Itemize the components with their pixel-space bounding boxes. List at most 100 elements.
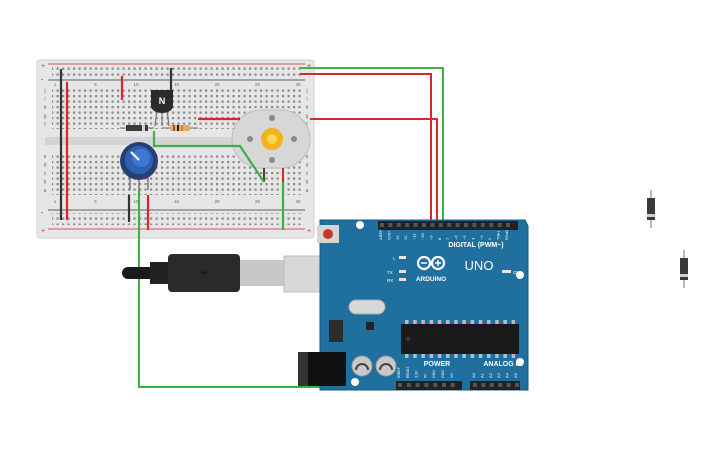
analog-pin-hole[interactable] [489, 383, 494, 387]
power-pin-label: 3.3V [415, 370, 419, 378]
row-letter: f [306, 122, 308, 128]
digital-pin-hole[interactable] [380, 223, 384, 227]
analog-pin-label: A3 [496, 372, 501, 378]
chip-pin [421, 354, 425, 358]
power-pin-hole[interactable] [415, 383, 420, 387]
rail-minus-bottom: - [41, 210, 44, 217]
column-number: 25 [255, 82, 261, 87]
digital-pin-hole[interactable] [447, 223, 452, 227]
column-number: 15 [174, 199, 180, 204]
digital-pin-hole[interactable] [497, 223, 502, 227]
mount-hole [351, 378, 359, 386]
loose-diode-2[interactable] [680, 250, 688, 288]
resistor[interactable] [162, 125, 198, 131]
analog-pin-hole[interactable] [498, 383, 503, 387]
digital-pin-label: RX◂0 [504, 229, 509, 240]
chip-pin [470, 354, 475, 358]
column-number: 1 [54, 82, 57, 87]
rail-plus-bottom: + [41, 228, 45, 235]
analog-pin-hole[interactable] [506, 383, 511, 387]
center-gutter [45, 137, 307, 145]
column-number: 20 [214, 199, 220, 204]
power-pin-hole[interactable] [442, 383, 446, 387]
analog-pin-hole[interactable] [473, 383, 477, 387]
loose-diode-1[interactable] [647, 190, 655, 228]
transistor[interactable]: N [151, 90, 173, 127]
chip-pin [478, 320, 483, 324]
row-letter: b [44, 180, 47, 186]
row-letter: c [306, 171, 309, 177]
digital-pin-hole[interactable] [405, 223, 410, 227]
digital-pin-hole[interactable] [430, 223, 435, 227]
analog-pin-label: A1 [479, 372, 484, 378]
rail-plus-bottom-right: + [307, 228, 311, 235]
analog-pin-label: A4 [505, 372, 510, 378]
power-pin-hole[interactable] [450, 383, 455, 387]
digital-pin-hole[interactable] [413, 223, 418, 227]
digital-pin-hole[interactable] [438, 223, 443, 227]
led-rx-label: RX [387, 278, 393, 283]
chip-pin [478, 354, 483, 358]
atmega-chip [401, 324, 519, 354]
led-l-label: L [393, 256, 396, 261]
analog-pin-hole[interactable] [515, 383, 519, 387]
row-letter: d [306, 163, 309, 169]
small-chip [366, 322, 374, 330]
digital-pin-hole[interactable] [388, 223, 393, 227]
analog-pin-label: A0 [471, 372, 476, 378]
digital-pin-label: 7 [445, 237, 450, 240]
power-pin-hole[interactable] [433, 383, 438, 387]
chip-pin [495, 320, 499, 324]
analog-pin-hole[interactable] [481, 383, 486, 387]
usb-cable[interactable]: ⌁ [122, 254, 323, 293]
digital-pin-label: ~10 [420, 232, 425, 240]
digital-pin-hole[interactable] [480, 223, 485, 227]
led-on [502, 270, 511, 273]
chip-pin [462, 320, 466, 324]
row-letter: g [306, 114, 309, 120]
breadboard[interactable]: + - - + + + jjiihhggffeeddccbbaa 1155101… [36, 59, 315, 239]
chip-pin [429, 320, 434, 324]
power-pin-hole[interactable] [406, 383, 411, 387]
capacitor [351, 355, 373, 377]
chip-pin [454, 320, 458, 324]
digital-label: DIGITAL (PWM~) [448, 242, 503, 249]
power-header-holes [398, 383, 519, 387]
digital-pin-hole[interactable] [422, 223, 426, 227]
diode[interactable] [120, 125, 154, 131]
reset-button-cap[interactable] [323, 229, 333, 239]
chip-pin [495, 354, 499, 358]
chip-pin [454, 354, 458, 358]
analog-pin-label: A5 [513, 372, 518, 378]
digital-pin-label: ~3 [479, 235, 484, 240]
chip-pin [470, 320, 475, 324]
usb-port [283, 255, 323, 293]
digital-pin-hole[interactable] [464, 223, 468, 227]
transistor-body [151, 90, 173, 113]
green-wire-diode-motor[interactable] [152, 131, 265, 183]
digital-pin-hole[interactable] [472, 223, 477, 227]
led-tx [399, 270, 406, 273]
analog-pin-label: A2 [488, 372, 493, 378]
column-number: 5 [94, 199, 97, 204]
column-number: 25 [255, 199, 261, 204]
digital-pin-hole[interactable] [506, 223, 510, 227]
potentiometer[interactable] [120, 142, 158, 190]
power-pin-hole[interactable] [398, 383, 402, 387]
digital-pin-label: 4 [470, 237, 475, 240]
digital-pin-hole[interactable] [455, 223, 460, 227]
column-number: 1 [54, 199, 57, 204]
power-pin-hole[interactable] [424, 383, 429, 387]
bottom-rail-holes [52, 213, 302, 225]
usb-plug-body [168, 254, 240, 292]
digital-pin-hole[interactable] [396, 223, 401, 227]
dc-motor[interactable] [231, 109, 311, 182]
digital-header-holes [380, 223, 510, 227]
row-letter: e [44, 154, 47, 160]
digital-pin-hole[interactable] [489, 223, 494, 227]
row-letter: c [44, 171, 47, 177]
led-tx-label: TX [387, 270, 393, 275]
